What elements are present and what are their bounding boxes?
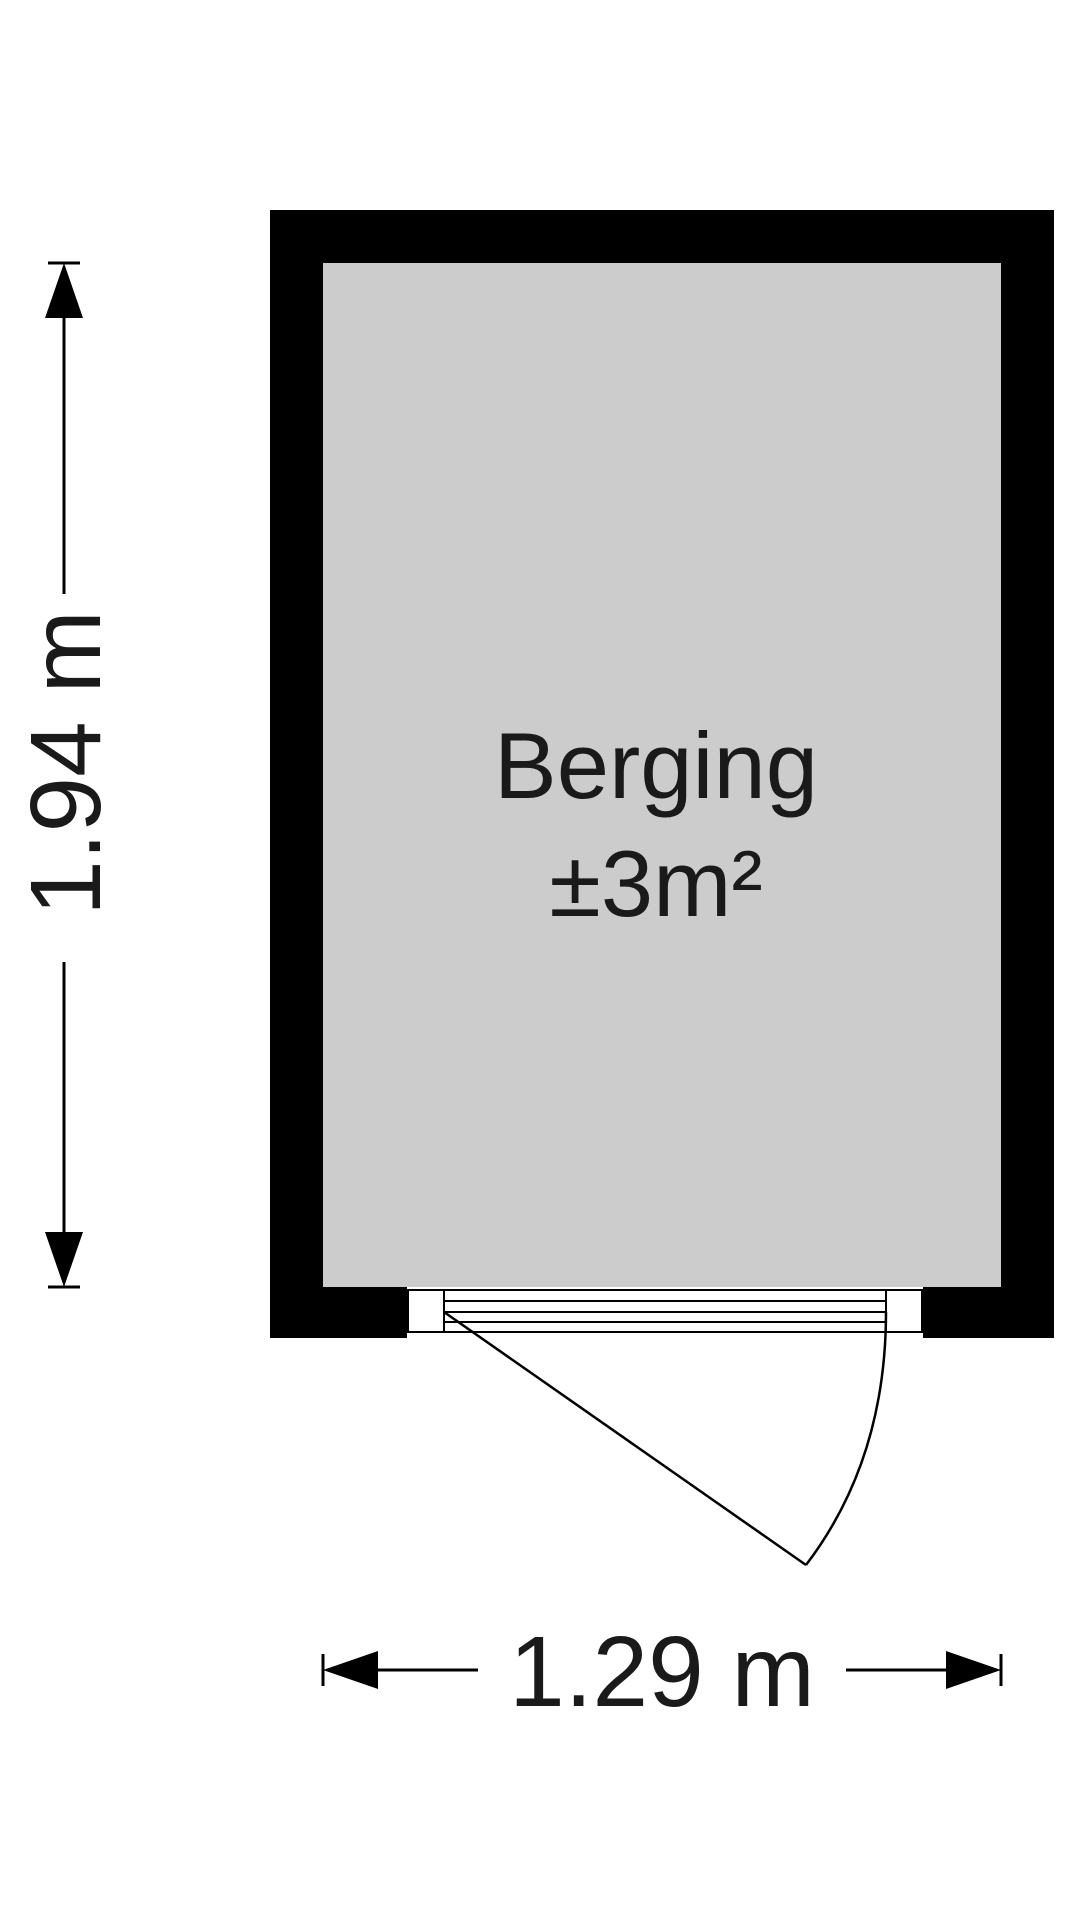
door-threshold bbox=[444, 1289, 886, 1333]
door-jamb-right bbox=[885, 1289, 923, 1333]
door-swing-arc bbox=[805, 1311, 888, 1566]
width-label: 1.29 m bbox=[509, 1616, 815, 1728]
room-floor bbox=[323, 263, 1001, 1287]
width-dimension bbox=[321, 1651, 1003, 1689]
door-jamb-left bbox=[407, 1289, 445, 1333]
height-dimension bbox=[45, 261, 83, 1289]
room-area: ±3m² bbox=[549, 831, 762, 936]
room-name: Berging bbox=[494, 713, 818, 818]
door-leaf bbox=[443, 1310, 807, 1567]
height-label: 1.94 m bbox=[10, 610, 122, 916]
